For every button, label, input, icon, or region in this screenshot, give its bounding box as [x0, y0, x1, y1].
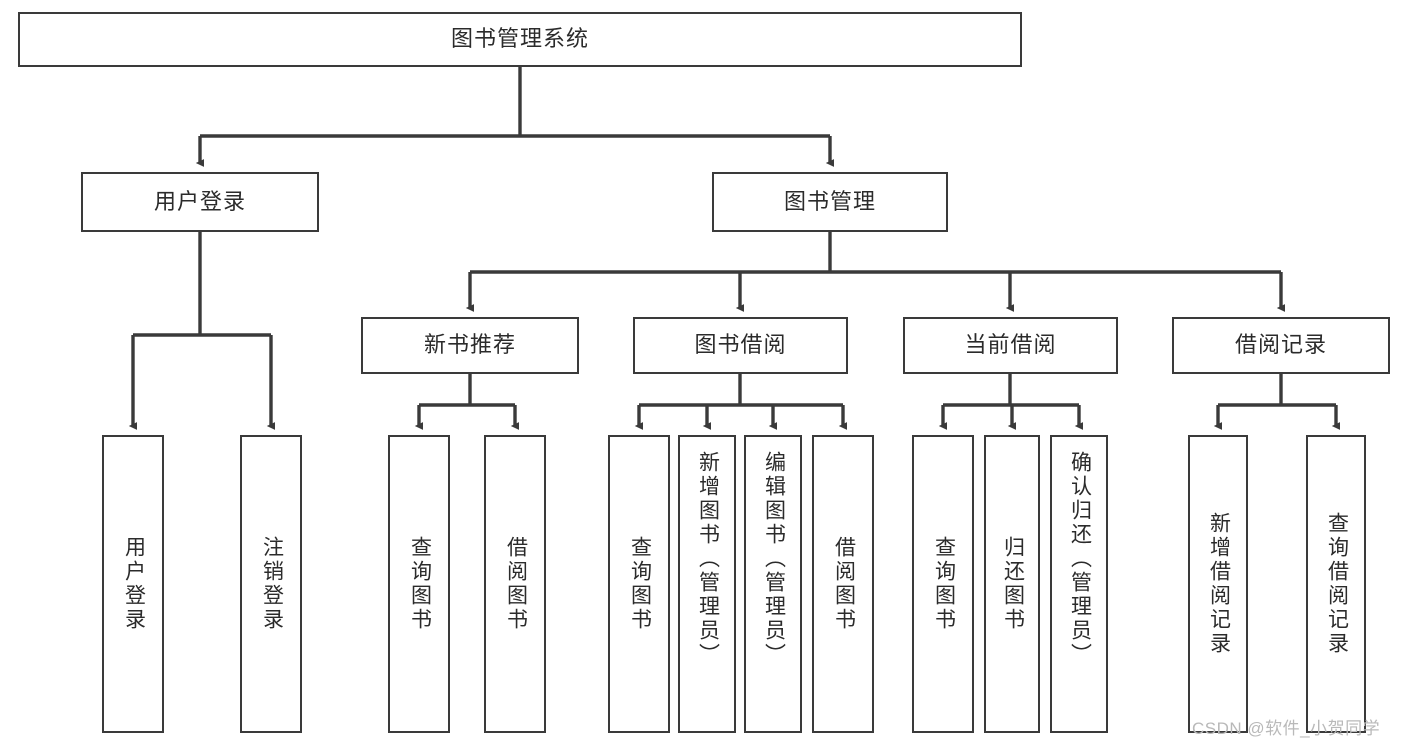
- node-leaf-user-login-label: 用户登录: [122, 536, 146, 632]
- node-leaf-user-login[interactable]: 用户登录: [102, 435, 164, 733]
- node-current-borrow[interactable]: 当前借阅: [903, 317, 1118, 374]
- node-leaf-borrow-book-2[interactable]: 借阅图书: [812, 435, 874, 733]
- node-leaf-query-book-3[interactable]: 查询图书: [912, 435, 974, 733]
- node-leaf-query-record[interactable]: 查询借阅记录: [1306, 435, 1366, 733]
- node-leaf-edit-book[interactable]: 编辑图书（管理员）: [744, 435, 802, 733]
- node-new-book-rec-label: 新书推荐: [423, 332, 516, 358]
- node-leaf-query-book-1[interactable]: 查询图书: [388, 435, 450, 733]
- node-current-borrow-label: 当前借阅: [964, 332, 1057, 358]
- node-leaf-borrow-book-1[interactable]: 借阅图书: [484, 435, 546, 733]
- node-leaf-logout-label: 注销登录: [260, 536, 284, 632]
- node-leaf-borrow-book-2-label: 借阅图书: [832, 536, 856, 632]
- node-leaf-confirm-return[interactable]: 确认归还（管理员）: [1050, 435, 1108, 733]
- node-leaf-query-record-label: 查询借阅记录: [1325, 512, 1349, 656]
- node-leaf-add-record-label: 新增借阅记录: [1207, 512, 1231, 656]
- node-user-login[interactable]: 用户登录: [81, 172, 319, 232]
- node-root[interactable]: 图书管理系统: [18, 12, 1022, 67]
- node-book-manage-label: 图书管理: [783, 188, 876, 214]
- node-leaf-edit-book-label: 编辑图书（管理员）: [762, 451, 786, 667]
- node-leaf-query-book-2[interactable]: 查询图书: [608, 435, 670, 733]
- node-leaf-query-book-2-label: 查询图书: [628, 536, 652, 632]
- node-book-manage[interactable]: 图书管理: [712, 172, 948, 232]
- node-user-login-label: 用户登录: [153, 188, 246, 214]
- node-leaf-query-book-3-label: 查询图书: [932, 536, 956, 632]
- node-borrow-record-label: 借阅记录: [1234, 332, 1327, 358]
- node-leaf-return-book[interactable]: 归还图书: [984, 435, 1040, 733]
- node-new-book-rec[interactable]: 新书推荐: [361, 317, 579, 374]
- node-leaf-return-book-label: 归还图书: [1001, 536, 1025, 632]
- node-book-borrow-label: 图书借阅: [694, 332, 787, 358]
- node-leaf-add-record[interactable]: 新增借阅记录: [1188, 435, 1248, 733]
- node-leaf-add-book[interactable]: 新增图书（管理员）: [678, 435, 736, 733]
- node-leaf-confirm-return-label: 确认归还（管理员）: [1068, 451, 1092, 667]
- csdn-watermark: CSDN @软件_小贺同学: [1192, 719, 1381, 738]
- node-leaf-borrow-book-1-label: 借阅图书: [504, 536, 528, 632]
- node-leaf-add-book-label: 新增图书（管理员）: [696, 451, 720, 667]
- node-root-label: 图书管理系统: [450, 26, 589, 52]
- node-leaf-logout[interactable]: 注销登录: [240, 435, 302, 733]
- node-book-borrow[interactable]: 图书借阅: [633, 317, 848, 374]
- node-borrow-record[interactable]: 借阅记录: [1172, 317, 1390, 374]
- node-leaf-query-book-1-label: 查询图书: [408, 536, 432, 632]
